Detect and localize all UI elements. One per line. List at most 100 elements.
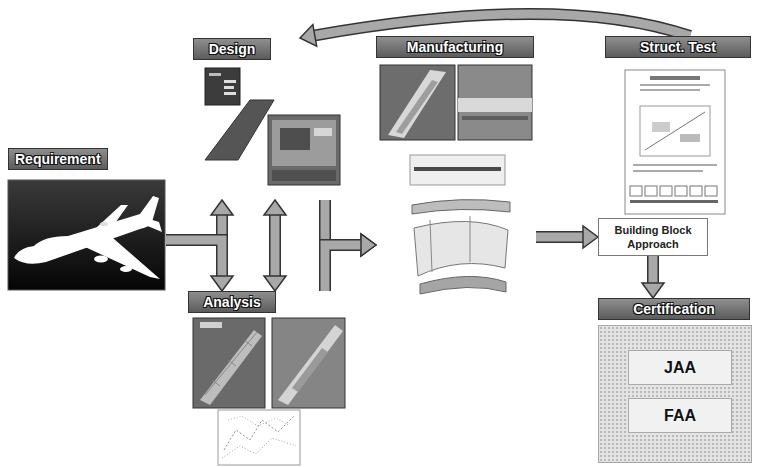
design-picture (224, 80, 236, 83)
airplane-picture (94, 256, 108, 263)
certification-panel: CertificationJAA FAA (598, 298, 752, 463)
manufacturing-picture (414, 167, 501, 171)
stage-box: Design (193, 38, 345, 200)
flow-arrow (642, 256, 664, 298)
manufacturing-picture (410, 155, 505, 185)
manufacturing-picture (412, 200, 510, 214)
test-document (645, 112, 705, 150)
design-picture (224, 92, 236, 95)
design-picture (205, 68, 340, 185)
test-document (675, 186, 687, 196)
test-document (625, 70, 725, 214)
design-picture (272, 170, 336, 181)
arrow-outline (314, 14, 690, 36)
test-document (705, 186, 717, 196)
test-document (650, 76, 700, 80)
authority-box: JAA (628, 350, 732, 385)
design-picture (205, 68, 240, 105)
analysis-picture (222, 438, 296, 458)
analysis-picture (205, 332, 257, 395)
manufacturing-picture (430, 220, 432, 272)
manufacturing-picture (414, 221, 508, 276)
authority-box: FAA (628, 398, 732, 433)
test-document (645, 186, 657, 196)
airplane-picture (120, 266, 132, 272)
stage-title: Requirement (8, 148, 108, 170)
flow-arrow (325, 234, 376, 291)
airplane-picture (8, 180, 165, 290)
stage-box: Struct. Test (605, 36, 755, 214)
analysis-picture (244, 340, 252, 346)
arrow-head (300, 25, 317, 47)
arrow-head (264, 200, 286, 215)
analysis-picture (193, 318, 345, 465)
stage-box: Analysis (188, 291, 348, 465)
arrow-body (271, 214, 280, 277)
test-document (680, 134, 700, 142)
airplane-picture (14, 196, 159, 264)
arrow-outline (647, 256, 659, 284)
arrow-body (649, 256, 658, 284)
test-document (633, 170, 703, 172)
design-picture (272, 120, 336, 166)
test-document (640, 84, 710, 86)
test-document (640, 106, 710, 156)
stage-title: Certification (598, 298, 750, 320)
arrow-outline (269, 214, 281, 277)
test-document (690, 186, 702, 196)
manufacturing-picture (396, 80, 438, 134)
stage-title: Manufacturing (376, 36, 534, 58)
manufacturing-picture (380, 65, 532, 294)
flow-arrow (536, 226, 598, 248)
design-picture (314, 128, 332, 136)
stage-box: Manufacturing (376, 36, 536, 298)
arrow-head (211, 200, 233, 215)
arrow-head (264, 276, 286, 291)
authority-label: JAA (629, 358, 731, 377)
arrow-outline (325, 245, 362, 291)
flow-arrow (166, 240, 233, 291)
analysis-picture (212, 380, 220, 386)
analysis-picture (200, 330, 262, 405)
manufacturing-picture (420, 276, 506, 294)
authority-label: FAA (629, 406, 731, 425)
arrow-head (642, 283, 664, 298)
analysis-picture (193, 318, 265, 408)
step-label: Building Block Approach (603, 223, 703, 251)
airplane-picture (96, 205, 128, 228)
analysis-picture (218, 410, 300, 465)
analysis-picture (292, 348, 328, 392)
test-document (630, 200, 718, 203)
manufacturing-picture (388, 70, 446, 138)
test-document (633, 164, 717, 166)
arrow-head (583, 226, 598, 248)
analysis-picture (224, 416, 294, 450)
test-document (630, 186, 642, 196)
dotted-panel (598, 325, 752, 463)
manufacturing-picture (458, 98, 532, 112)
arrow-head (361, 234, 376, 256)
arrow-outline (325, 200, 362, 245)
stage-title: Analysis (188, 291, 276, 313)
arrow-body (166, 240, 222, 277)
analysis-picture (228, 360, 236, 366)
analysis-picture (278, 325, 343, 405)
test-document (660, 186, 672, 196)
arrow-head (361, 234, 376, 256)
manufacturing-picture (470, 216, 471, 262)
design-picture (268, 115, 340, 185)
manufacturing-picture (380, 65, 455, 140)
design-picture (224, 86, 234, 89)
test-document (625, 70, 725, 214)
arrow-outline (166, 240, 222, 277)
airplane-picture (70, 232, 160, 279)
analysis-picture (200, 322, 222, 328)
flow-arrow (264, 200, 286, 291)
analysis-picture (228, 416, 290, 426)
step-box: Building Block Approach (598, 218, 708, 256)
arrow-body (536, 233, 584, 242)
design-picture (280, 128, 310, 150)
arrow-body (325, 245, 362, 291)
design-picture (205, 100, 274, 160)
